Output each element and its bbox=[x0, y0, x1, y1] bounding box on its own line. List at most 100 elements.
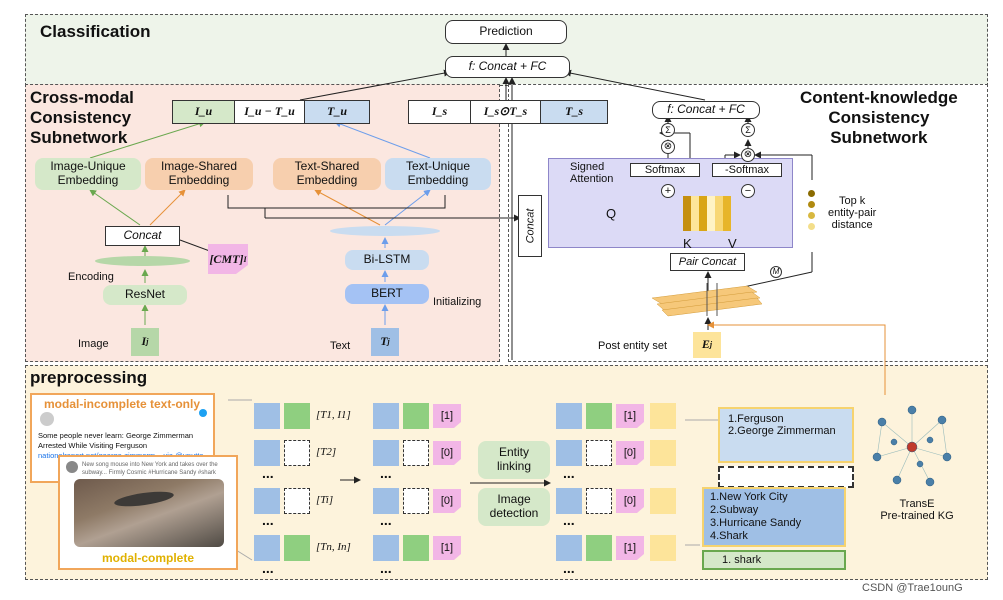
encoding-label: Encoding bbox=[68, 271, 114, 283]
heatmap-cell bbox=[683, 203, 691, 210]
heatmap-cell bbox=[723, 203, 731, 210]
k-label: K bbox=[683, 236, 692, 251]
pair-label: [Ti] bbox=[316, 494, 334, 506]
heatmap-cell bbox=[715, 203, 723, 210]
heatmap-cell bbox=[683, 217, 691, 224]
heatmap-cell bbox=[707, 196, 715, 203]
preprocessing-title: preprocessing bbox=[30, 368, 148, 387]
vec-is: I_s bbox=[409, 101, 471, 123]
bert-box: BERT bbox=[345, 284, 429, 304]
heatmap-cell bbox=[715, 196, 723, 203]
pair-label: [Tn, In] bbox=[316, 541, 351, 553]
ellipsis: ... bbox=[563, 560, 575, 576]
ellipsis: ... bbox=[380, 465, 392, 481]
heatmap-cell bbox=[707, 210, 715, 217]
heatmap-cell bbox=[699, 196, 707, 203]
ellipsis: ... bbox=[380, 512, 392, 528]
heatmap-cell bbox=[723, 224, 731, 231]
text-token-sub: j bbox=[387, 337, 390, 347]
image-token bbox=[403, 488, 429, 514]
ej-token-sub: j bbox=[709, 340, 713, 350]
heatmap-cell bbox=[691, 210, 699, 217]
cmt-label: [CMT] bbox=[209, 251, 244, 266]
text-label: Text bbox=[330, 340, 351, 352]
entity-token bbox=[650, 403, 676, 429]
text-token bbox=[373, 488, 399, 514]
image-unique-embedding: Image-Unique Embedding bbox=[35, 158, 141, 190]
ny-item-1: 1.New York City bbox=[710, 491, 788, 503]
text-token bbox=[556, 488, 582, 514]
text-unique-embedding: Text-Unique Embedding bbox=[385, 158, 491, 190]
heatmap-cell bbox=[707, 203, 715, 210]
heatmap-cell bbox=[699, 224, 707, 231]
flag-token: [1] bbox=[433, 536, 461, 560]
heatmap-cell bbox=[723, 196, 731, 203]
text-token bbox=[254, 535, 280, 561]
attention-heatmap bbox=[683, 196, 731, 232]
heatmap-cell bbox=[715, 210, 723, 217]
image-token bbox=[586, 403, 612, 429]
bilstm-box: Bi-LSTM bbox=[345, 250, 429, 270]
pair-label: [T1, I1] bbox=[316, 409, 351, 421]
pair-label: [T2] bbox=[316, 446, 337, 458]
tweet-complete-body: New song mouse into New York and takes o… bbox=[82, 462, 218, 476]
classification-title: Classification bbox=[40, 22, 151, 41]
heatmap-cell bbox=[691, 217, 699, 224]
softmax-box: Softmax bbox=[630, 163, 700, 177]
topk-label: Top k entity-pair distance bbox=[828, 195, 877, 231]
image-token bbox=[586, 488, 612, 514]
bilstm-ellipse bbox=[330, 226, 440, 236]
heatmap-cell bbox=[699, 203, 707, 210]
heatmap-cell bbox=[683, 224, 691, 231]
flag-token: [0] bbox=[433, 441, 461, 465]
sum-circle-icon-left: Σ bbox=[661, 123, 675, 137]
concat-vertical-box: Concat bbox=[518, 195, 542, 257]
text-token-sym: T bbox=[380, 334, 388, 349]
empty-entity-box bbox=[718, 466, 854, 488]
flag-token: [1] bbox=[616, 404, 644, 428]
flag-token: [0] bbox=[616, 441, 644, 465]
ellipsis: ... bbox=[563, 465, 575, 481]
heatmap-cell bbox=[699, 210, 707, 217]
pair-concat-box: Pair Concat bbox=[670, 253, 745, 271]
text-token bbox=[556, 403, 582, 429]
image-token bbox=[403, 403, 429, 429]
minus-circle-icon: − bbox=[741, 184, 755, 198]
heatmap-cell bbox=[723, 217, 731, 224]
plus-circle-icon: + bbox=[661, 184, 675, 198]
sum-circle-icon-right: Σ bbox=[741, 123, 755, 137]
heatmap-cell bbox=[683, 210, 691, 217]
initializing-label: Initializing bbox=[433, 296, 482, 308]
content-concat-fc-box: f: Concat + FC bbox=[652, 101, 760, 119]
transe-label: TransE Pre-trained KG bbox=[880, 498, 954, 522]
image-detection-box: Image detection bbox=[478, 488, 550, 526]
ellipsis: ... bbox=[563, 512, 575, 528]
ny-item-2: 2.Subway bbox=[710, 504, 759, 516]
transe-kg-graph bbox=[872, 405, 952, 487]
heatmap-cell bbox=[699, 217, 707, 224]
neg-softmax-box: -Softmax bbox=[712, 163, 782, 177]
image-token bbox=[586, 440, 612, 466]
classification-concat-fc-box: f: Concat + FC bbox=[445, 56, 570, 78]
shark-shape bbox=[113, 488, 175, 510]
tweet-text-only-body: Some people never learn: George Zimmerma… bbox=[38, 431, 194, 450]
tweet-complete-label: modal-complete bbox=[102, 551, 195, 565]
topk-dots bbox=[808, 190, 816, 250]
cross-modal-concat-box: Concat bbox=[105, 226, 180, 246]
heatmap-cell bbox=[723, 210, 731, 217]
heatmap-cell bbox=[683, 196, 691, 203]
vec-is-odot-ts: I_s⊙T_s bbox=[471, 101, 541, 123]
entity-token bbox=[650, 535, 676, 561]
multiply-circle-icon-right: ⊗ bbox=[741, 148, 755, 162]
content-knowledge-title: Content-knowledge Consistency Subnetwork bbox=[800, 88, 958, 147]
signed-attention-label: Signed Attention bbox=[570, 161, 614, 185]
pair-embedding-stack bbox=[652, 283, 762, 317]
ellipsis: ... bbox=[262, 512, 274, 528]
text-token bbox=[556, 440, 582, 466]
entity-token bbox=[650, 488, 676, 514]
flag-token: [0] bbox=[616, 489, 644, 513]
tweet-photo bbox=[74, 479, 224, 547]
image-token bbox=[284, 535, 310, 561]
